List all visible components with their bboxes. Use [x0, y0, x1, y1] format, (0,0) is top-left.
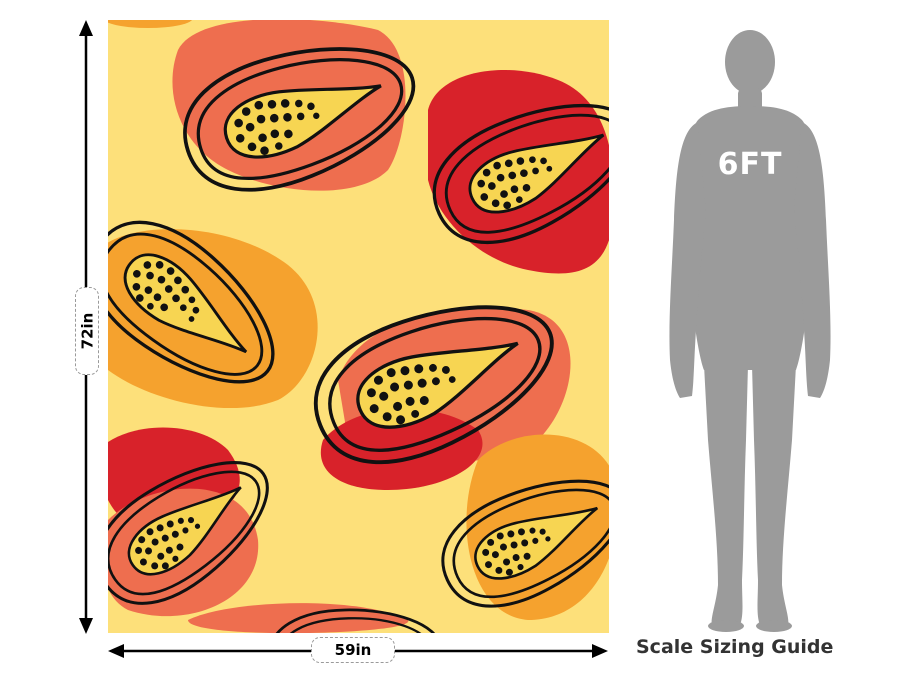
width-dimension-label: 59in	[311, 637, 395, 663]
person-height-label: 6FT	[717, 147, 783, 182]
height-dimension-label: 72in	[75, 287, 99, 375]
guide-title: Scale Sizing Guide	[636, 636, 834, 658]
person-silhouette-icon	[669, 30, 831, 632]
wallpaper-panel	[108, 20, 609, 633]
